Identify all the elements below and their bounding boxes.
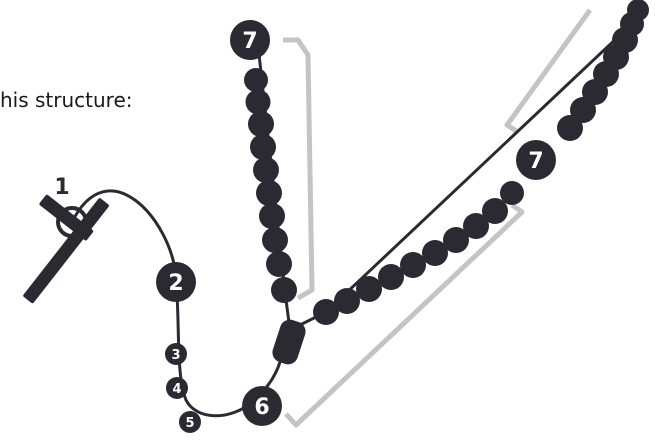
bead-small	[256, 180, 282, 206]
bead-small	[271, 277, 297, 303]
bead-2: 2	[156, 262, 196, 302]
right-decade-beads	[313, 181, 524, 325]
caption-text: his structure:	[0, 88, 133, 112]
bead-small	[244, 68, 268, 92]
cord-right-decade	[290, 20, 636, 330]
bead-4: 4	[166, 377, 188, 399]
bead-small	[334, 288, 360, 314]
cord-group	[72, 20, 636, 416]
bead-7-right-label: 7	[528, 149, 543, 174]
bead-small	[356, 276, 382, 302]
bead-small	[253, 157, 279, 183]
bead-small	[627, 0, 649, 21]
bead-3-label: 3	[171, 348, 180, 363]
bead-2-label: 2	[168, 271, 183, 296]
bead-4-label: 4	[172, 382, 181, 397]
bead-3: 3	[165, 343, 187, 365]
bead-7-left: 7	[230, 20, 270, 60]
bead-7-left-label: 7	[242, 29, 257, 54]
bead-7-right: 7	[516, 140, 556, 180]
bead-small	[500, 181, 524, 205]
bead-small	[266, 251, 292, 277]
bead-small	[262, 227, 288, 253]
bead-5-label: 5	[185, 416, 194, 431]
right-upper-beads	[557, 0, 649, 141]
bead-5: 5	[179, 411, 201, 433]
crucifix-label: 1	[54, 175, 69, 200]
left-decade-beads	[244, 68, 297, 303]
crucifix-icon	[22, 194, 109, 304]
bead-small	[378, 264, 404, 290]
centerpiece	[270, 317, 308, 367]
bead-small	[248, 111, 274, 137]
bead-small	[246, 90, 271, 115]
bead-small	[250, 134, 276, 160]
bead-small	[400, 252, 426, 278]
bracket-group	[283, 10, 590, 425]
bead-small	[259, 203, 285, 229]
bead-6: 6	[242, 386, 282, 426]
bead-6-label: 6	[254, 395, 269, 420]
